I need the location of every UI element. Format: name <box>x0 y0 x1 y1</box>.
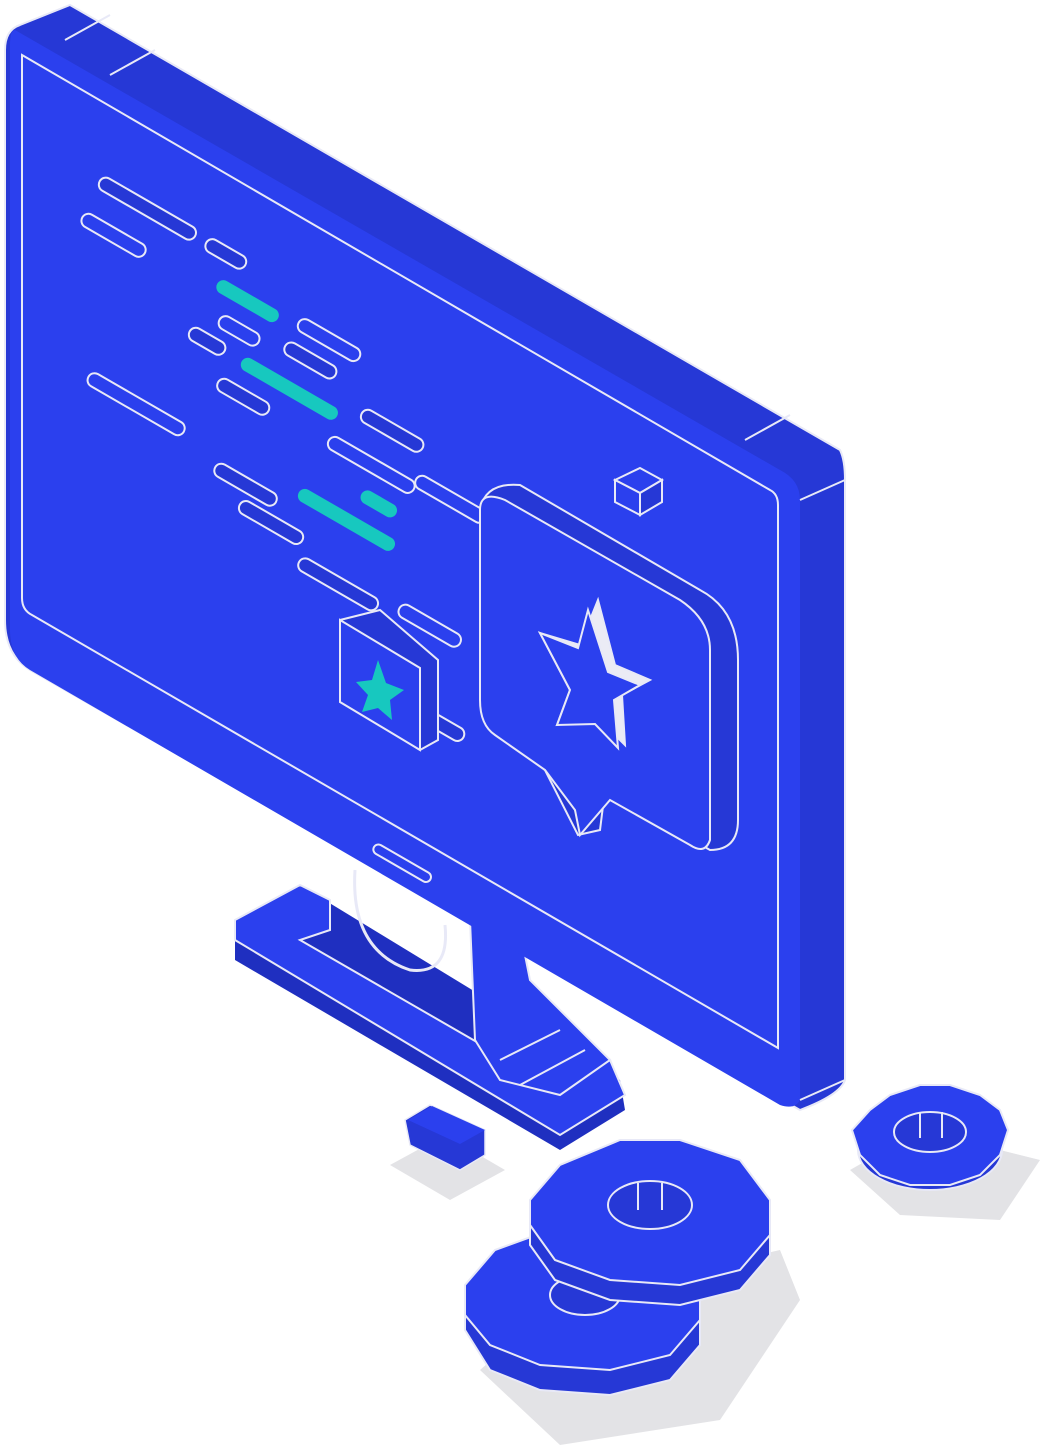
gear-icon <box>464 1084 1010 1397</box>
code-lines-icon <box>80 176 488 742</box>
star-card-icon <box>339 608 439 752</box>
key-block-icon <box>404 1104 486 1171</box>
stand <box>234 828 627 1150</box>
cube-icon <box>612 466 665 517</box>
monitor-icon <box>4 3 846 1112</box>
speech-bubble-star-icon <box>479 483 739 852</box>
